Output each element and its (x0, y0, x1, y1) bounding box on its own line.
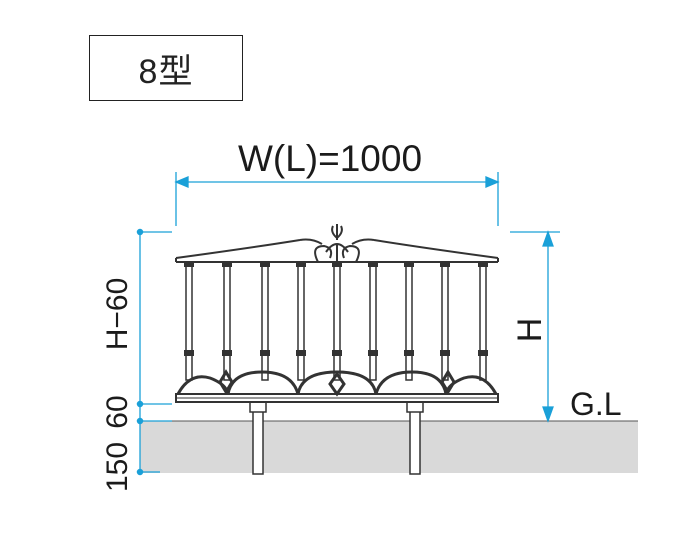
width-dimension (174, 172, 500, 226)
left-dim-bottom-label: 150 (101, 441, 134, 493)
model-type-label: 8型 (89, 35, 243, 101)
fence-diagram (136, 172, 638, 476)
height-dimension-label: H (511, 317, 549, 343)
fence-bar-collars (184, 262, 488, 356)
fence-top-rail (175, 224, 499, 263)
fence-scrollwork (176, 369, 498, 397)
height-dimension (510, 230, 560, 423)
ground-area (140, 421, 638, 473)
ground-level-label: G.L (570, 386, 622, 422)
width-dimension-label: W(L)=1000 (237, 138, 423, 179)
fence-bars (185, 261, 487, 381)
left-dimension (136, 228, 172, 476)
